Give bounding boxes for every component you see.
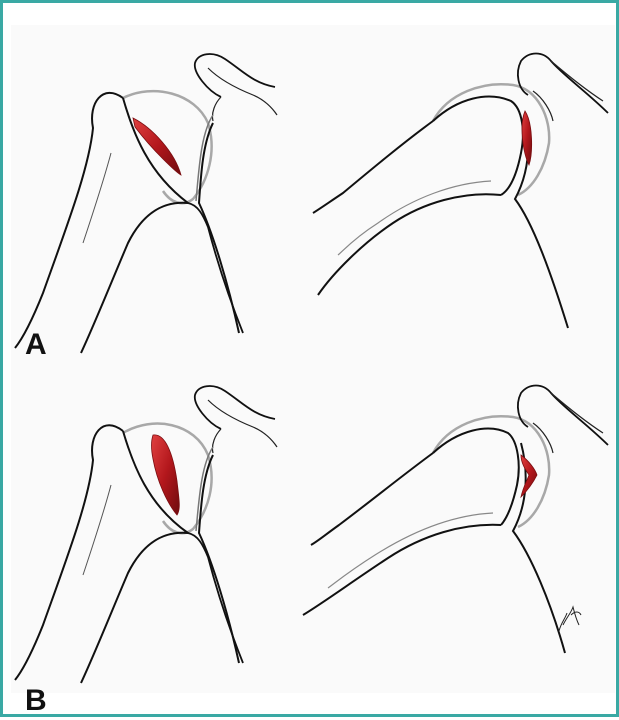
humerus-shaft-lower — [303, 525, 501, 615]
humerus-head — [15, 425, 123, 680]
bicipital-line — [83, 153, 111, 243]
humerus-head — [433, 429, 519, 525]
scapula-outline — [199, 123, 239, 333]
panel-b-right-shoulder — [303, 386, 608, 654]
scapula-outline — [513, 443, 565, 653]
humerus-shaft-upper — [311, 453, 433, 545]
scapula-outline — [199, 455, 239, 663]
humerus-neck — [188, 203, 243, 333]
humerus-shaft-line — [338, 181, 491, 255]
humerus-shaft-lower — [318, 194, 501, 295]
acromion-inner — [208, 400, 277, 453]
humerus-shaft-line — [328, 513, 493, 588]
acromion-inner — [208, 68, 277, 121]
bicipital-line — [83, 485, 111, 575]
humerus-shaft — [81, 98, 188, 353]
humerus-shaft-upper — [313, 121, 433, 213]
artist-signature — [559, 607, 581, 631]
humerus-neck — [188, 533, 243, 663]
humerus-head — [15, 93, 123, 348]
humerus-head — [433, 97, 523, 195]
shoulder-illustration — [3, 3, 619, 720]
bankart-lesion — [521, 455, 537, 497]
glenoid-rim — [123, 91, 212, 203]
acromion — [518, 386, 608, 446]
acromion — [195, 386, 275, 429]
acromion — [195, 54, 275, 97]
panel-a-right-shoulder — [313, 54, 608, 329]
acromion — [518, 54, 608, 114]
bankart-lesion — [522, 111, 532, 165]
panel-b-left-shoulder — [15, 386, 277, 683]
panel-a-left-shoulder — [15, 54, 277, 353]
panel-label-b: B — [25, 686, 47, 716]
panel-label-a: A — [25, 330, 47, 360]
